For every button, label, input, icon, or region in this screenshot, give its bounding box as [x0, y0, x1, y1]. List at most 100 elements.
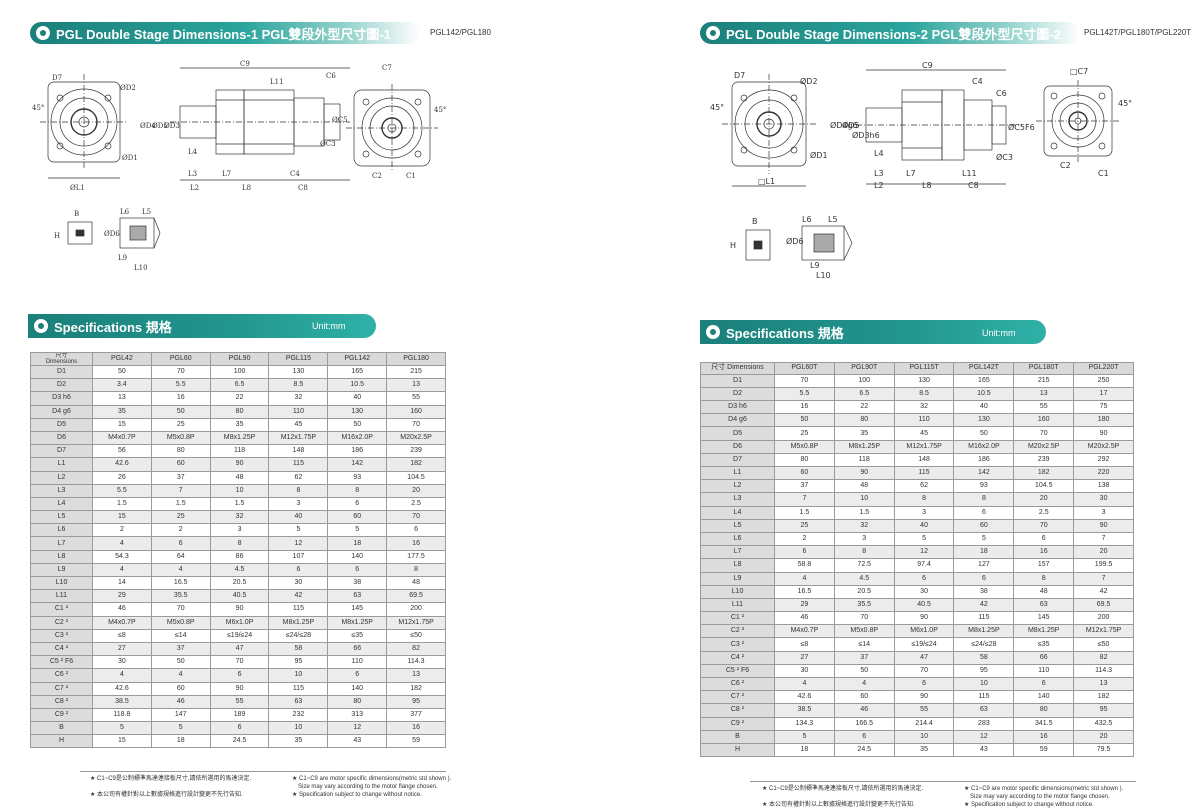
- table-cell: 48: [1013, 584, 1075, 599]
- left-label-l7: L7: [222, 170, 231, 178]
- table-cell: 95: [268, 655, 329, 670]
- table-cell: 62: [893, 479, 955, 494]
- table-cell: 145: [1013, 611, 1075, 626]
- table-row-label: C7 ²: [700, 690, 775, 705]
- table-cell: 32: [833, 518, 895, 533]
- table-cell: 12: [953, 729, 1015, 744]
- table-cell: 20.5: [833, 584, 895, 599]
- table-cell: 134.3: [774, 716, 835, 731]
- table-cell: 58: [268, 641, 329, 657]
- table-cell: 90: [1073, 518, 1134, 533]
- left-note-2-en: ★ Specification subject to change withou…: [292, 792, 422, 798]
- left-dimensions-title: PGL Double Stage Dimensions-1 PGL雙段外型尺寸圖…: [56, 26, 391, 42]
- table-cell: 2: [92, 523, 152, 538]
- right-label-l3: L3: [874, 169, 884, 178]
- left-label-c5: ØC5: [332, 116, 348, 124]
- table-cell: M20x2.5P: [1013, 439, 1075, 454]
- table-cell: 4: [774, 571, 835, 586]
- table-cell: 95: [1073, 703, 1134, 718]
- table-cell: 160: [1013, 413, 1075, 428]
- right-note-2-en: ★ Specification subject to change withou…: [964, 802, 1094, 808]
- table-cell: 239: [386, 444, 446, 459]
- right-note-1-en: ★ C1~C9 are motor specific dimensions(me…: [964, 786, 1124, 792]
- table-cell: 48: [833, 479, 895, 494]
- table-cell: 140: [327, 549, 388, 564]
- table-cell: 70: [386, 417, 446, 432]
- table-cell: 341.5: [1013, 716, 1075, 731]
- table-cell: ≤35: [327, 628, 388, 643]
- table-cell: 63: [327, 589, 388, 604]
- table-cell: ≤19/≤24: [209, 628, 270, 643]
- table-cell: 55: [209, 694, 270, 709]
- table-row-label: C1 ²: [30, 602, 93, 617]
- right-notes-divider: [750, 781, 1136, 782]
- table-cell: 25: [774, 518, 835, 533]
- table-cell: 90: [893, 690, 955, 705]
- table-cell: 1.5: [209, 496, 270, 512]
- table-cell: ≤24/≤28: [953, 637, 1015, 652]
- table-cell: M20x2.5P: [1073, 439, 1134, 454]
- right-label-d3: ØD3h6: [852, 130, 880, 140]
- table-cell: M6x1.0P: [893, 624, 955, 639]
- table-cell: 47: [893, 650, 955, 665]
- table-cell: M8x1.25P: [953, 624, 1015, 639]
- table-cell: 114.3: [386, 655, 446, 670]
- table-row-label: D2: [700, 386, 775, 402]
- table-cell: 35: [833, 426, 895, 441]
- table-cell: 4: [92, 536, 152, 551]
- table-cell: 63: [268, 694, 329, 709]
- table-row-label: L4: [700, 505, 775, 520]
- table-cell: 5.5: [774, 386, 835, 402]
- table-cell: 5: [953, 531, 1015, 547]
- table-cell: 18: [774, 742, 835, 758]
- table-cell: 8: [893, 492, 955, 507]
- table-row-label: L6: [30, 523, 93, 538]
- left-side-view: [170, 89, 350, 155]
- table-cell: 35: [268, 734, 329, 749]
- table-cell: 115: [953, 690, 1015, 705]
- table-row-label: D4 g6: [30, 404, 93, 419]
- table-cell: M8x1.25P: [1013, 624, 1075, 639]
- table-cell: 16: [386, 721, 446, 736]
- table-cell: 8: [268, 483, 329, 498]
- table-cell: 37: [150, 470, 211, 485]
- table-cell: 50: [953, 426, 1015, 441]
- right-label-l1: □L1: [758, 177, 775, 186]
- table-cell: 104.5: [386, 470, 446, 485]
- table-cell: 4: [92, 668, 152, 683]
- table-cell: M5x0.8P: [833, 624, 895, 639]
- table-row-label: D7: [700, 452, 775, 468]
- table-cell: 42: [268, 589, 329, 604]
- table-cell: 80: [833, 413, 895, 428]
- left-label-d6: ØD6: [104, 230, 120, 238]
- left-dimension-drawing: ØL1 ØD2 D7 ØD1 45° C9 C6 L11 ØD4 ØD5 ØD3…: [32, 60, 446, 249]
- table-cell: 8.5: [268, 378, 329, 393]
- left-label-d2: ØD2: [120, 84, 136, 92]
- table-cell: 86: [209, 549, 270, 564]
- table-cell: 110: [893, 413, 955, 428]
- table-cell: 2: [774, 531, 835, 547]
- table-cell: 4.5: [209, 562, 270, 578]
- right-table-header: PGL60T: [774, 362, 835, 375]
- table-cell: 37: [774, 479, 835, 494]
- table-cell: 110: [1013, 663, 1075, 679]
- table-cell: 46: [150, 694, 211, 709]
- right-label-l8: L8: [922, 181, 932, 190]
- table-cell: 104.5: [1013, 479, 1075, 494]
- table-cell: 50: [150, 404, 211, 419]
- left-label-d3: ØD3: [164, 122, 180, 130]
- table-cell: 54.3: [92, 549, 152, 564]
- table-cell: 6: [150, 536, 211, 551]
- table-cell: 40.5: [209, 589, 270, 604]
- right-dimensions-title: PGL Double Stage Dimensions-2 PGL雙段外型尺寸圖…: [726, 26, 1061, 42]
- table-cell: 6.5: [833, 386, 895, 402]
- table-cell: 232: [268, 707, 329, 723]
- table-cell: 24.5: [209, 734, 270, 749]
- table-cell: 377: [386, 707, 446, 723]
